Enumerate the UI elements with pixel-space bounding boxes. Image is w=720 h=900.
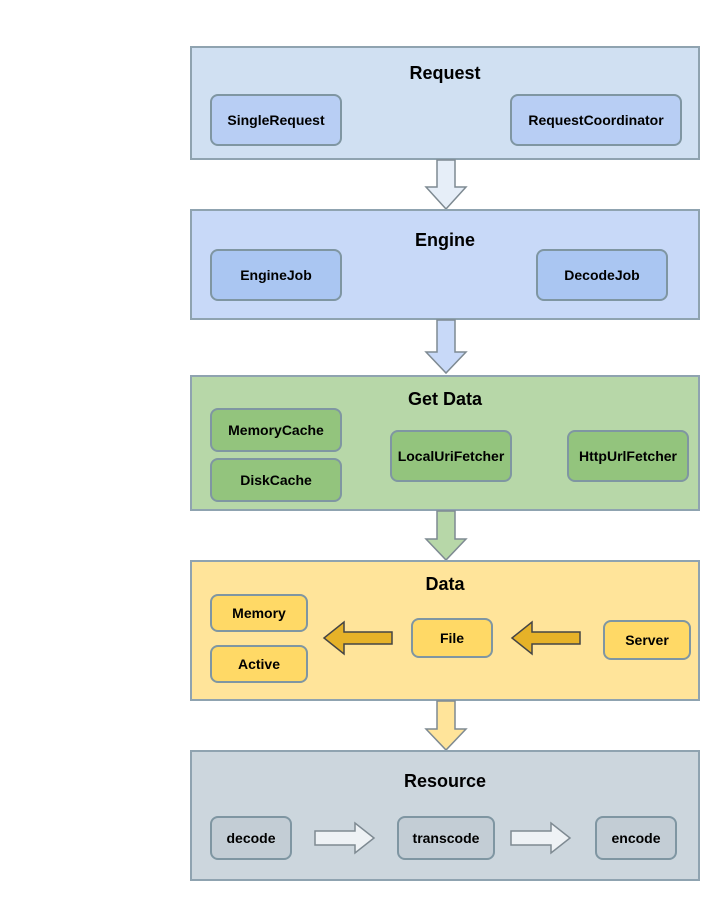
memory-node: Memory <box>210 594 308 632</box>
resource-section: Resource decode transcode encode <box>190 750 700 881</box>
resource-section-title: Resource <box>403 771 487 791</box>
get-data-section: Get Data MemoryCache DiskCache LocalUriF… <box>190 375 700 511</box>
http-url-fetcher-node: HttpUrlFetcher <box>567 430 689 482</box>
request-coordinator-node: RequestCoordinator <box>510 94 682 146</box>
request-section: Request SingleRequest RequestCoordinator <box>190 46 700 160</box>
server-node: Server <box>603 620 691 660</box>
active-node: Active <box>210 645 308 683</box>
get-data-section-title: Get Data <box>407 389 483 409</box>
request-to-engine-arrow <box>424 159 468 211</box>
decode-to-transcode-arrow <box>314 821 376 855</box>
server-to-file-arrow <box>510 620 581 656</box>
engine-section-title: Engine <box>414 230 475 250</box>
engine-job-node: EngineJob <box>210 249 342 301</box>
file-to-memory-arrow <box>322 620 393 656</box>
single-request-node: SingleRequest <box>210 94 342 146</box>
disk-cache-node: DiskCache <box>210 458 342 502</box>
data-section: Data Memory Active File Server <box>190 560 700 701</box>
data-section-title: Data <box>425 574 465 594</box>
request-section-title: Request <box>409 63 481 83</box>
engine-to-get-data-arrow <box>424 319 468 375</box>
decode-node: decode <box>210 816 292 860</box>
transcode-node: transcode <box>397 816 495 860</box>
data-to-resource-arrow <box>424 700 468 752</box>
transcode-to-encode-arrow <box>510 821 572 855</box>
decode-job-node: DecodeJob <box>536 249 668 301</box>
file-node: File <box>411 618 493 658</box>
encode-node: encode <box>595 816 677 860</box>
local-uri-fetcher-node: LocalUriFetcher <box>390 430 512 482</box>
get-data-to-data-arrow <box>424 510 468 562</box>
engine-section: Engine EngineJob DecodeJob <box>190 209 700 320</box>
memory-cache-node: MemoryCache <box>210 408 342 452</box>
